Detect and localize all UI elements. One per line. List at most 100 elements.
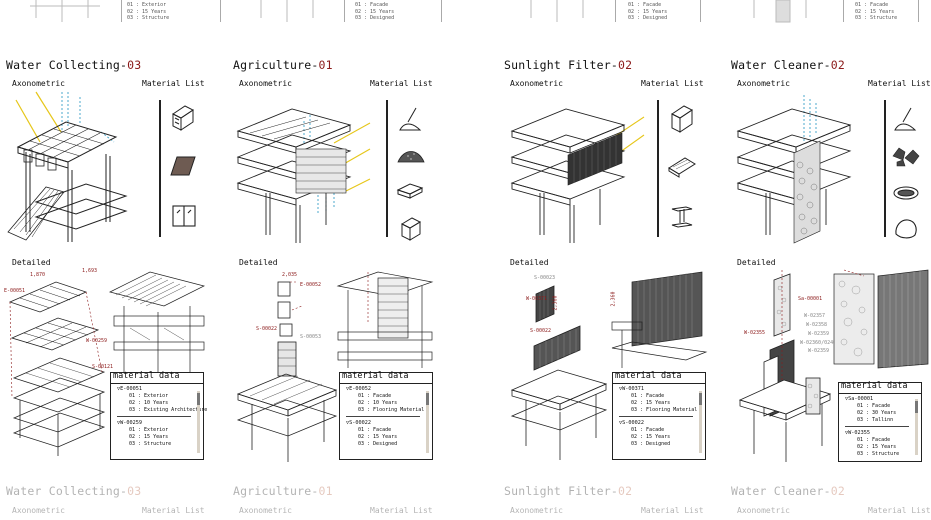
detailed-label: Detailed xyxy=(12,258,51,267)
agriculture-detail-exploded xyxy=(236,281,338,462)
axonometric-label: Axonometric xyxy=(510,79,563,88)
faded-title-number: 02 xyxy=(830,484,845,498)
faded-title: Water Cleaner-02 xyxy=(731,484,845,498)
panel-title-name: Water Collecting- xyxy=(6,58,128,72)
wood-plank-icon xyxy=(668,157,696,178)
scrollbar-thumb[interactable] xyxy=(915,401,918,413)
faded-axonometric-label: Axonometric xyxy=(737,506,790,515)
material-data-title: material data xyxy=(615,371,682,381)
material-data-scrollbar[interactable] xyxy=(915,399,918,455)
material-row: 01 : Exterior xyxy=(129,427,169,433)
glass-window-icon xyxy=(172,205,196,227)
panel-title-number: 02 xyxy=(830,58,845,72)
timber-beam-icon xyxy=(400,217,422,241)
material-code[interactable]: ▽W-00259 xyxy=(117,420,142,426)
faded-title-number: 02 xyxy=(617,484,633,498)
top-row: 01 : Facade xyxy=(855,2,889,8)
top-row: 03 : Structure xyxy=(855,15,898,21)
material-row: 02 : 10 Years xyxy=(358,400,398,406)
ghost-structure-2 xyxy=(260,0,314,22)
soil-pile-icon xyxy=(397,151,425,163)
material-row: 03 : Flooring Material xyxy=(358,407,425,413)
dimension-label: W-02360/02400 xyxy=(800,340,840,346)
gravel-bowl-icon xyxy=(893,186,919,200)
dimension-label: W-02359 xyxy=(808,331,830,337)
panel-title: Water Cleaner-02 xyxy=(731,58,845,72)
material-data-title: material data xyxy=(841,381,908,391)
material-code[interactable]: ▽S-00022 xyxy=(619,420,644,426)
clay-tile-icon xyxy=(170,156,196,176)
panel-title: Sunlight Filter-02 xyxy=(504,58,632,72)
water-collecting-detail-exploded xyxy=(8,281,106,456)
top-row: 01 : Facade xyxy=(355,2,389,8)
faded-title-name: Water Cleaner- xyxy=(731,484,831,498)
material-code[interactable]: ▽S-00022 xyxy=(346,420,371,426)
ghost-structure-4 xyxy=(753,0,807,23)
material-data-scrollbar[interactable] xyxy=(426,391,429,453)
panel-title: Agriculture-01 xyxy=(233,58,333,72)
dimension-label: S-00053 xyxy=(300,334,322,340)
brick-icon xyxy=(396,183,424,199)
material-data-panel: material data ▽E-00051 01 : Exterior 02 … xyxy=(110,371,207,460)
water-cleaner-detail-exploded xyxy=(738,270,832,462)
material-code[interactable]: ▽Sa-00001 xyxy=(845,396,874,402)
material-code[interactable]: ▽W-02355 xyxy=(845,430,870,436)
material-list-label: Material List xyxy=(370,79,433,88)
panel-title: Water Collecting-03 xyxy=(6,58,141,72)
faded-material-list-label: Material List xyxy=(370,506,433,515)
top-row: 02 : 15 Years xyxy=(628,8,668,15)
material-row: 02 : 30 Years xyxy=(857,410,897,416)
axonometric-label: Axonometric xyxy=(737,79,790,88)
material-code[interactable]: ▽E-00052 xyxy=(346,386,371,392)
top-row: 03 : Designed xyxy=(628,15,668,21)
material-row: 02 : 15 Years xyxy=(631,434,671,440)
panel-title-number: 03 xyxy=(127,58,142,72)
timber-beam-icon xyxy=(172,105,194,131)
material-list-label: Material List xyxy=(142,79,205,88)
top-row: 02 : 15 Years xyxy=(355,8,395,15)
dimension-label: S-00023 xyxy=(534,275,556,281)
panel-title-name: Sunlight Filter- xyxy=(504,58,618,72)
faded-axonometric-label: Axonometric xyxy=(510,506,563,515)
faded-title-name: Sunlight Filter- xyxy=(504,484,618,498)
faded-material-list-label: Material List xyxy=(641,506,704,515)
faded-title-number: 03 xyxy=(127,484,142,498)
panel-title-number: 01 xyxy=(318,58,333,72)
material-row: 02 : 10 Years xyxy=(129,400,169,406)
material-data-scrollbar[interactable] xyxy=(197,391,200,453)
top-list-4: 01 : Facade 02 : 15 Years 03 : Structure xyxy=(855,2,897,22)
top-row: 01 : Exterior xyxy=(127,2,167,8)
material-row: 03 : Designed xyxy=(631,441,671,447)
dimension-label: S-00121 xyxy=(92,364,114,370)
material-row: 01 : Facade xyxy=(631,393,665,399)
top-row: 01 : Facade xyxy=(628,2,662,8)
timber-beam-icon xyxy=(671,105,693,133)
sunlight-filter-detail-perspective xyxy=(611,271,708,368)
water-cleaner-detail-perspective xyxy=(833,269,929,369)
material-data-panel: material data ▽E-00052 01 : Facade 02 : … xyxy=(339,371,433,460)
material-row: 03 : Designed xyxy=(358,441,398,447)
material-code[interactable]: ▽E-00051 xyxy=(117,386,142,392)
scrollbar-thumb[interactable] xyxy=(197,393,200,405)
material-row: 03 : Flooring Material xyxy=(631,407,698,413)
dimension-label: W-02359 xyxy=(808,348,830,354)
faded-title: Sunlight Filter-02 xyxy=(504,484,632,498)
dimension-label: 1,870 xyxy=(30,272,46,278)
material-data-title: material data xyxy=(342,371,409,381)
material-row: 01 : Facade xyxy=(358,427,392,433)
material-data-panel: material data ▽W-00371 01 : Facade 02 : … xyxy=(612,371,706,460)
ghost-structure-1 xyxy=(30,0,100,22)
sunlight-filter-detail-exploded xyxy=(510,285,608,460)
scrollbar-thumb[interactable] xyxy=(426,393,429,405)
faded-axonometric-label: Axonometric xyxy=(12,506,65,515)
material-code[interactable]: ▽W-00371 xyxy=(619,386,644,392)
scrollbar-thumb[interactable] xyxy=(699,393,702,405)
faded-title-name: Agriculture- xyxy=(233,484,319,498)
panel-title-number: 02 xyxy=(617,58,633,72)
axonometric-label: Axonometric xyxy=(12,79,65,88)
detailed-label: Detailed xyxy=(239,258,278,267)
material-row: 02 : 15 Years xyxy=(129,434,169,440)
dimension-label: E-00052 xyxy=(300,282,322,288)
dimension-label: S-00022 xyxy=(530,328,552,334)
material-data-scrollbar[interactable] xyxy=(699,391,702,453)
